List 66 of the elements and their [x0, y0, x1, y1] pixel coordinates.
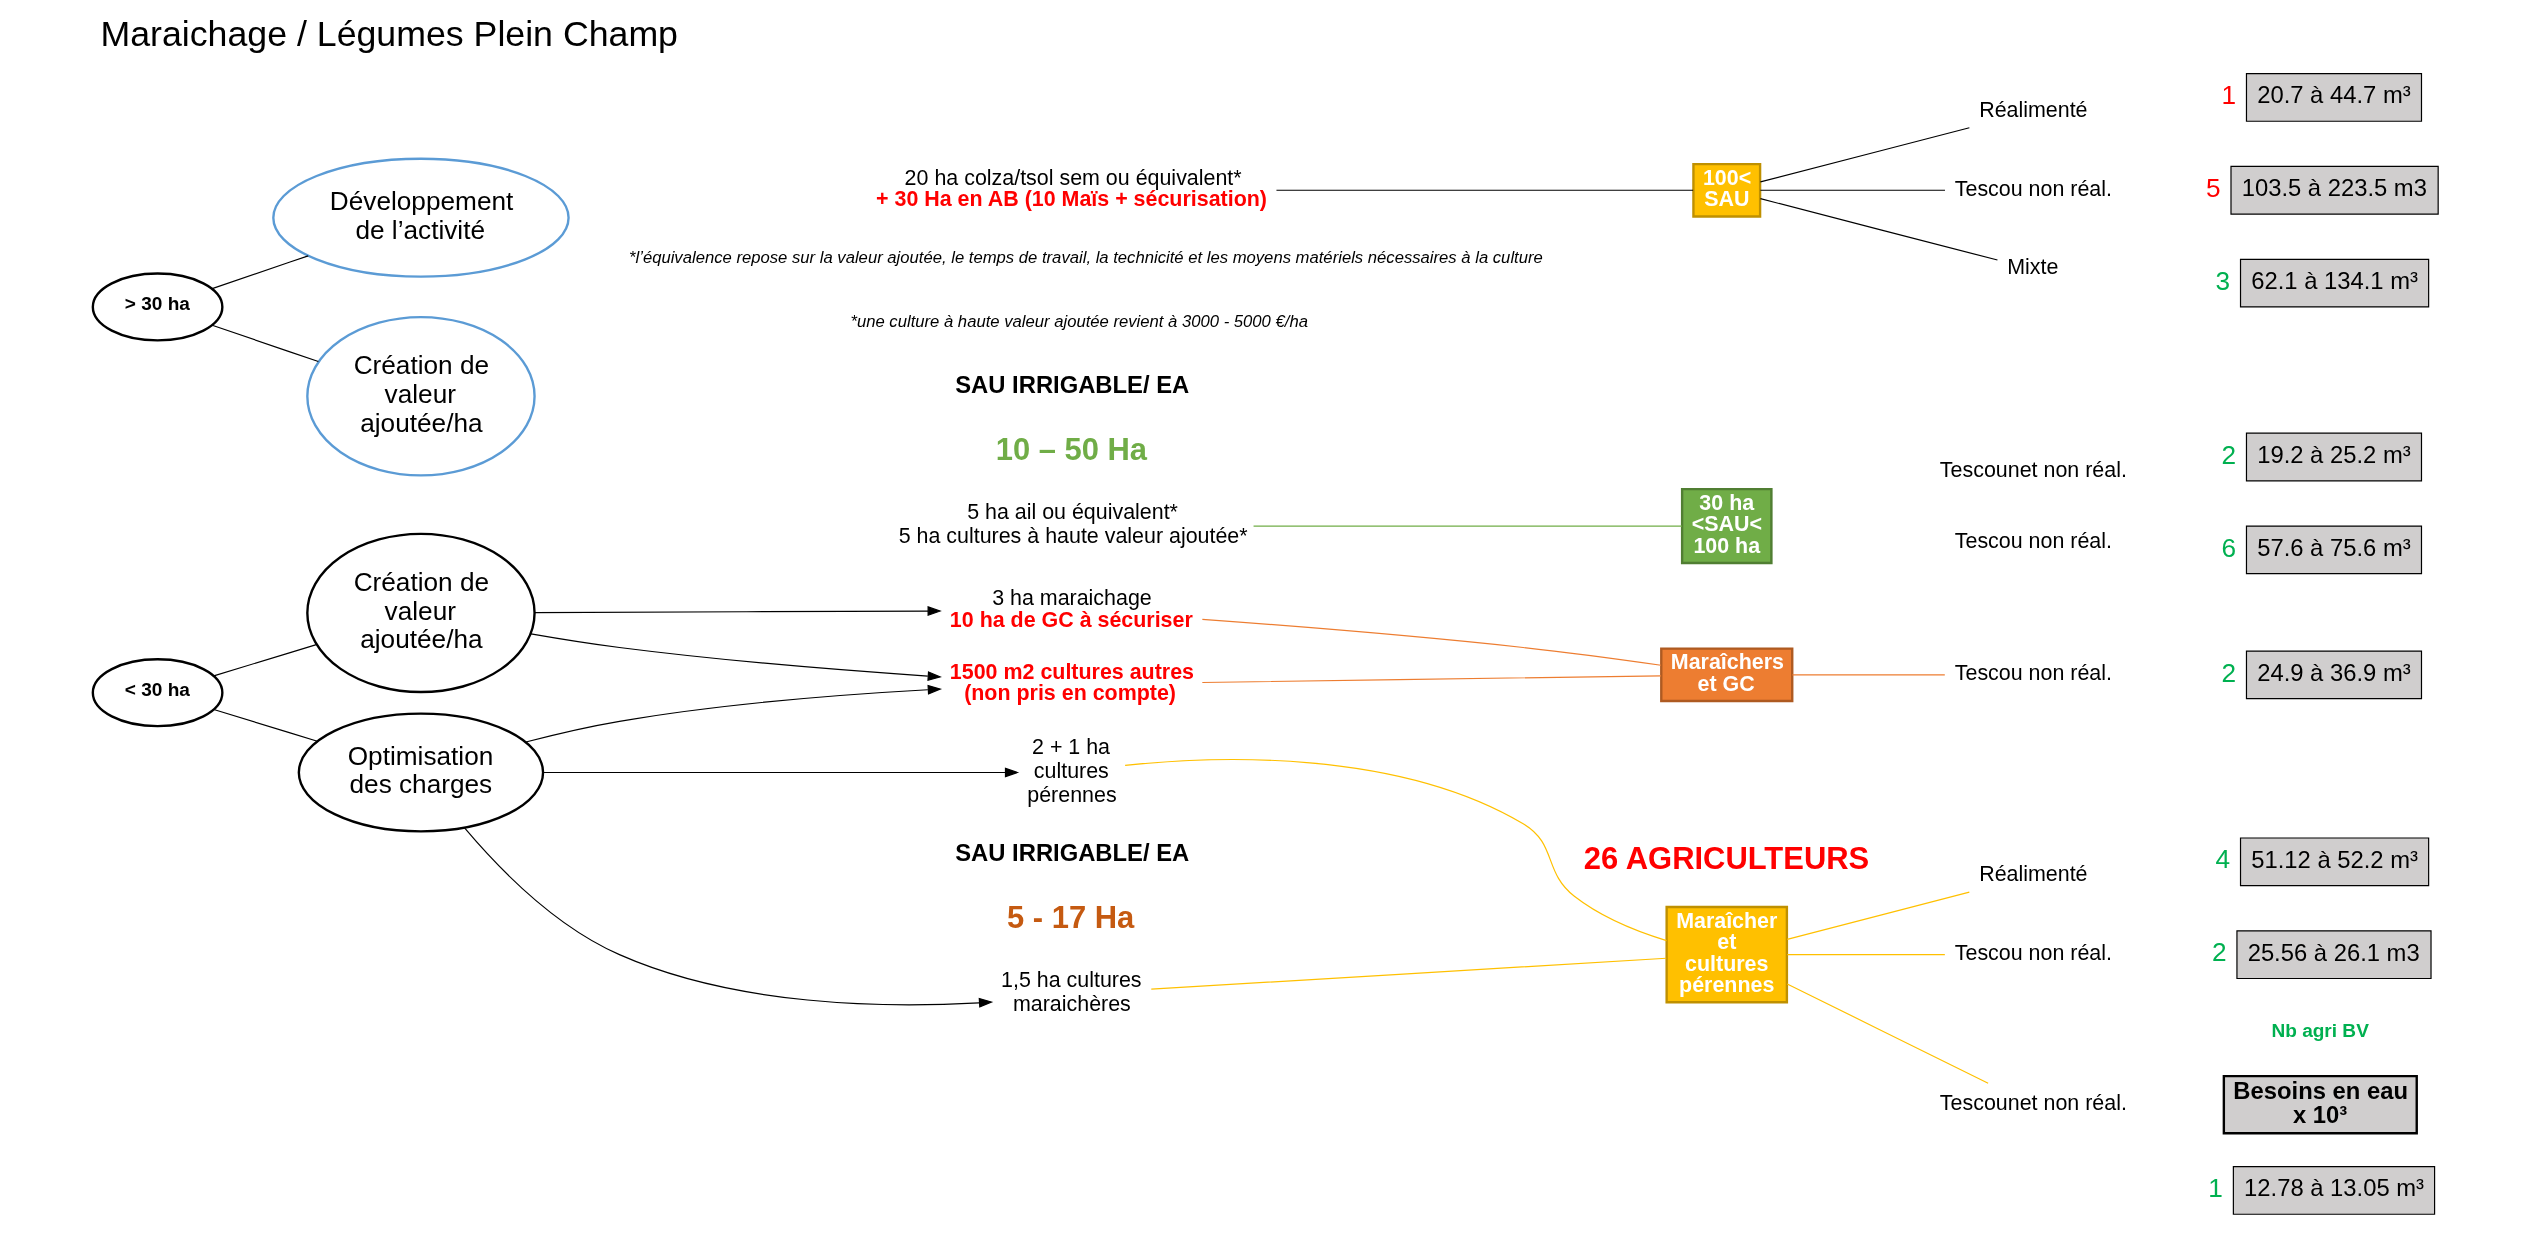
node-text: 20 ha colza/tsol sem ou équivalent* + 30 Ha en AB (10 Maïs + sécurisation)	[876, 165, 1267, 212]
node-ellipse: < 30 ha	[91, 658, 224, 728]
connector	[1759, 198, 1999, 261]
node-box: 30 ha <SAU< 100 ha	[1680, 487, 1773, 565]
node-ellipse: Création de valeur ajoutée/ha	[306, 315, 536, 477]
node-box: Maraîcher et cultures pérennes	[1665, 905, 1789, 1004]
node-text: Tescou non réal.	[1954, 528, 2112, 553]
node-label: 3	[2215, 265, 2231, 296]
node-label: 4	[2215, 844, 2231, 875]
connector	[1791, 674, 1946, 676]
node-text: 3 ha maraichage 10 ha de GC à sécuriser	[949, 586, 1193, 632]
label: 5 - 17 Ha	[1007, 899, 1135, 935]
arrow	[542, 767, 1020, 778]
diagram-title: Maraichage / Légumes Plein Champ	[100, 14, 678, 55]
label: *l’équivalence repose sur la valeur ajoutée, le temps de travail, la technicité et les moyens matériels nécessaires à la culture	[629, 247, 1543, 267]
node-box: 100< SAU	[1692, 162, 1762, 218]
arrow	[525, 684, 942, 743]
arrow	[463, 827, 994, 1008]
connector	[1786, 891, 1970, 940]
arrow	[534, 606, 942, 617]
node-text: Mixte	[2007, 255, 2059, 280]
label: SAU IRRIGABLE/ EA	[955, 838, 1190, 866]
node-ellipse: Création de valeur ajoutée/ha	[306, 532, 536, 694]
node-ellipse: Développement de l’activité	[272, 157, 570, 278]
arrow	[530, 633, 942, 682]
node-text: Tescou non réal.	[1954, 176, 2112, 201]
node-box: Maraîchers et GC	[1660, 647, 1794, 703]
connector	[1150, 957, 1667, 990]
node-label: 5	[2205, 172, 2221, 203]
node-label: 1	[2208, 1173, 2223, 1204]
node-text: 1,5 ha cultures maraichères	[1001, 968, 1142, 1017]
label: 10 – 50 Ha	[995, 431, 1148, 467]
connector	[1124, 759, 1668, 942]
connector	[213, 708, 318, 742]
node-ellipse: > 30 ha	[91, 272, 224, 342]
node-ellipse: Optimisation des charges	[297, 712, 545, 833]
node-label: 2	[2221, 439, 2237, 470]
connector	[1201, 675, 1662, 684]
node-text: Tescou non réal.	[1954, 940, 2112, 965]
connector	[1252, 525, 1683, 527]
node-label: 1	[2221, 80, 2237, 111]
connector	[211, 324, 319, 363]
node-text: 5 ha ail ou équivalent* 5 ha cultures à haute valeur ajoutée*	[898, 500, 1248, 549]
label: 26 AGRICULTEURS	[1583, 841, 1870, 877]
node-text: 2 + 1 ha cultures pérennes	[1027, 734, 1117, 807]
node-text: Tescou non réal.	[1954, 661, 2112, 686]
connector	[1786, 954, 1946, 956]
connector	[1759, 127, 1970, 183]
node-text: Réalimenté	[1979, 97, 2088, 122]
node-text: Tescounet non réal.	[1939, 1090, 2127, 1115]
node-text: Tescounet non réal.	[1939, 457, 2127, 482]
connector	[213, 643, 317, 677]
connector	[1786, 983, 1989, 1084]
node-label: 6	[2221, 532, 2237, 563]
node-label: 2	[2211, 937, 2227, 968]
node-box: Besoins en eau x 10³	[2222, 1074, 2418, 1135]
label: SAU IRRIGABLE/ EA	[955, 370, 1190, 398]
label: *une culture à haute valeur ajoutée revient à 3000 - 5000 €/ha	[850, 311, 1308, 331]
label: Nb agri BV	[2271, 1019, 2369, 1041]
connector	[211, 255, 309, 290]
connector	[1759, 189, 1946, 191]
connector	[1201, 618, 1662, 666]
node-text: Réalimenté	[1979, 862, 2088, 887]
node-label: 2	[2221, 657, 2237, 688]
node-text: 1500 m2 cultures autres (non pris en compte)	[949, 659, 1194, 706]
connector	[1275, 189, 1694, 191]
